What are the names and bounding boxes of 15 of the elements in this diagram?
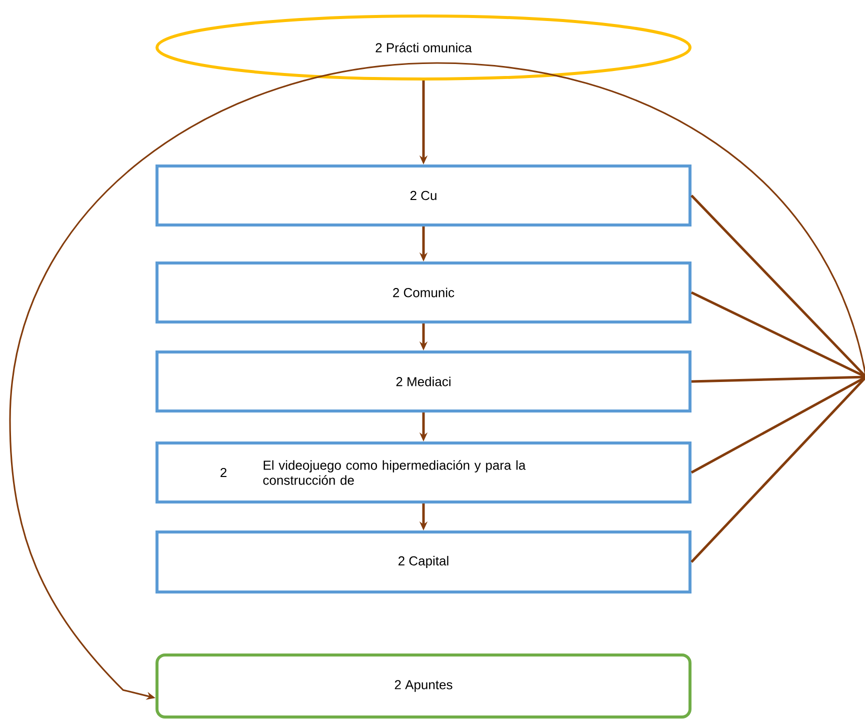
process-box xyxy=(156,164,692,226)
process-box xyxy=(156,442,692,504)
process-box xyxy=(156,530,692,594)
box-label: 2 Cu xyxy=(410,190,436,200)
process-box xyxy=(156,262,692,324)
box-label: 2 Mediaci xyxy=(396,376,450,386)
box-number: 2 xyxy=(220,468,226,478)
box-label: 2 Prácti omunica xyxy=(376,42,472,52)
ellipse-node xyxy=(156,14,692,80)
box-label: 2 Apuntes xyxy=(394,680,452,692)
box-label: El videojuego como hipermediación y para la construcción de xyxy=(263,460,526,485)
process-box xyxy=(156,350,692,412)
rounded-box xyxy=(156,654,692,718)
box-label: 2 Capital xyxy=(398,556,448,568)
box-label: 2 Comunic xyxy=(393,288,454,298)
